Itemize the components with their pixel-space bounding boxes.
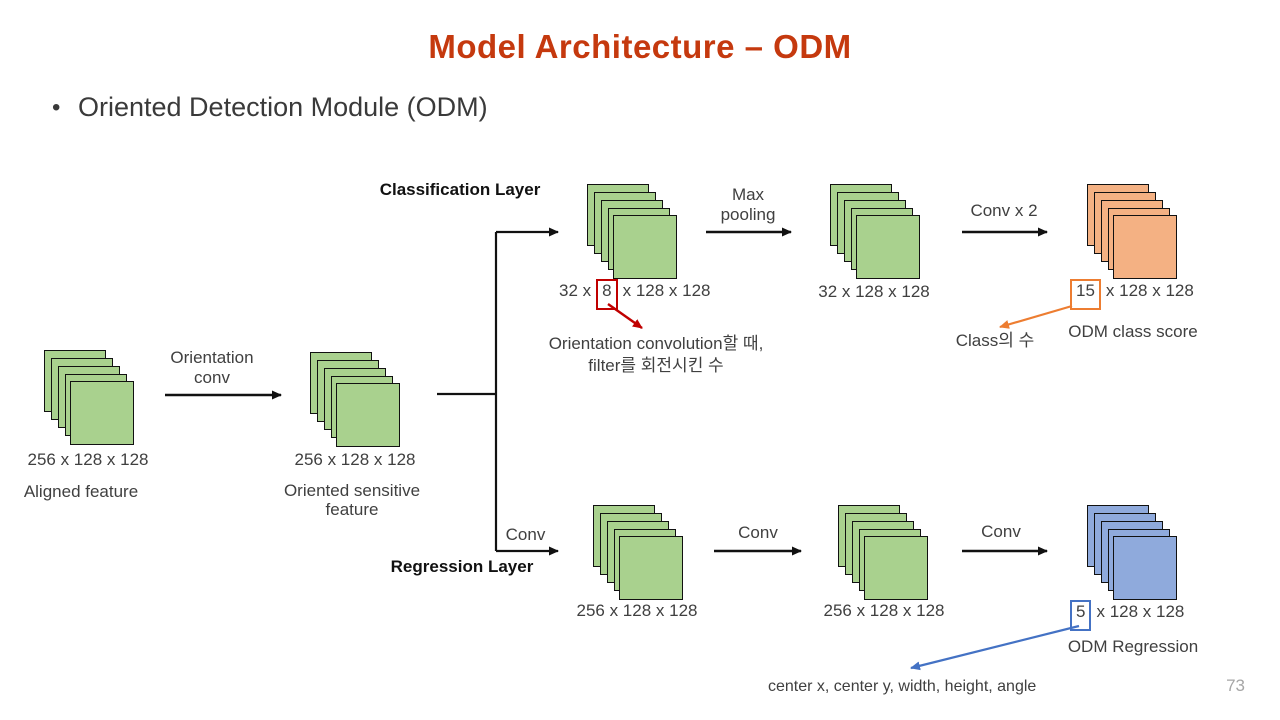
classification-layer-label: Classification Layer (379, 180, 541, 199)
aligned-dims-label: 256 x 128 x 128 (27, 450, 149, 469)
reg-output-dims-suffix: x 128 x 128 (1096, 602, 1185, 621)
feature-stack-oriented (310, 352, 400, 447)
cls-stack1-dims-suffix: x 128 x 128 (622, 281, 711, 300)
regression-layer-label: Regression Layer (390, 557, 534, 576)
feature-map-layer (1113, 215, 1177, 279)
reg-output-dims-label: 5 x 128 x 128 (1070, 600, 1185, 631)
orientation-conv-label-line2: conv (194, 368, 230, 387)
feature-map-layer (613, 215, 677, 279)
max-pooling-label-line1: Max (731, 185, 765, 204)
feature-map-layer (70, 381, 134, 445)
orientation-count-box: 8 (596, 279, 618, 310)
orientation-conv-label: Orientation conv (152, 348, 272, 388)
reg-stack2-dims-label: 256 x 128 x 128 (823, 601, 945, 620)
feature-map-layer (1113, 536, 1177, 600)
feature-map-layer (336, 383, 400, 447)
class-count-annotation: Class의 수 (955, 331, 1035, 350)
feature-stack-reg-conv1 (593, 505, 683, 600)
cls-output-dims-suffix: x 128 x 128 (1105, 281, 1194, 300)
feature-stack-reg-conv2 (838, 505, 928, 600)
cls-stack1-dims-prefix: 32 x (559, 281, 592, 300)
bullet-line: • Oriented Detection Module (ODM) (52, 92, 488, 123)
feature-map-layer (864, 536, 928, 600)
feature-stack-cls-pooled (830, 184, 920, 279)
oriented-dims-label: 256 x 128 x 128 (294, 450, 416, 469)
oriented-caption-line1: Oriented sensitive (283, 481, 421, 500)
conv-x2-label: Conv x 2 (970, 201, 1038, 220)
feature-stack-aligned (44, 350, 134, 445)
reg-conv2-label: Conv (738, 523, 778, 542)
reg-stack1-dims-label: 256 x 128 x 128 (576, 601, 698, 620)
orientation-count-annotation-line1: Orientation convolution할 때, (548, 334, 764, 353)
odm-class-score-caption: ODM class score (1068, 322, 1198, 341)
regression-params-annotation: center x, center y, width, height, angle (768, 678, 1037, 695)
orientation-conv-label-line1: Orientation (170, 348, 254, 367)
oriented-caption-line2: feature (325, 500, 379, 519)
feature-stack-reg-output (1087, 505, 1177, 600)
orientation-count-annotation-line2: filter를 회전시킨 수 (588, 356, 724, 375)
reg-params-count-box: 5 (1070, 600, 1092, 631)
class-count-box: 15 (1070, 279, 1101, 310)
cls-stack2-dims-label: 32 x 128 x 128 (818, 282, 930, 301)
aligned-caption: Aligned feature (23, 482, 139, 501)
reg-branch-conv-label: Conv (505, 525, 546, 544)
reg-conv3-label: Conv (981, 522, 1021, 541)
page-number: 73 (1226, 676, 1245, 695)
max-pooling-label: Max pooling (700, 185, 796, 225)
max-pooling-label-line2: pooling (720, 205, 776, 224)
feature-stack-cls-output (1087, 184, 1177, 279)
feature-stack-cls-conv (587, 184, 677, 279)
cls-output-dims-label: 15 x 128 x 128 (1070, 279, 1194, 310)
slide-title: Model Architecture – ODM (428, 28, 852, 65)
orientation-count-annotation: Orientation convolution할 때, filter를 회전시킨… (521, 333, 791, 377)
cls-stack1-dims-label: 32 x 8 x 128 x 128 (559, 279, 711, 310)
feature-map-layer (856, 215, 920, 279)
bullet-icon: • (52, 94, 61, 121)
feature-map-layer (619, 536, 683, 600)
odm-regression-caption: ODM Regression (1067, 637, 1199, 656)
bullet-text: Oriented Detection Module (ODM) (78, 92, 488, 122)
oriented-caption: Oriented sensitive feature (262, 481, 442, 519)
